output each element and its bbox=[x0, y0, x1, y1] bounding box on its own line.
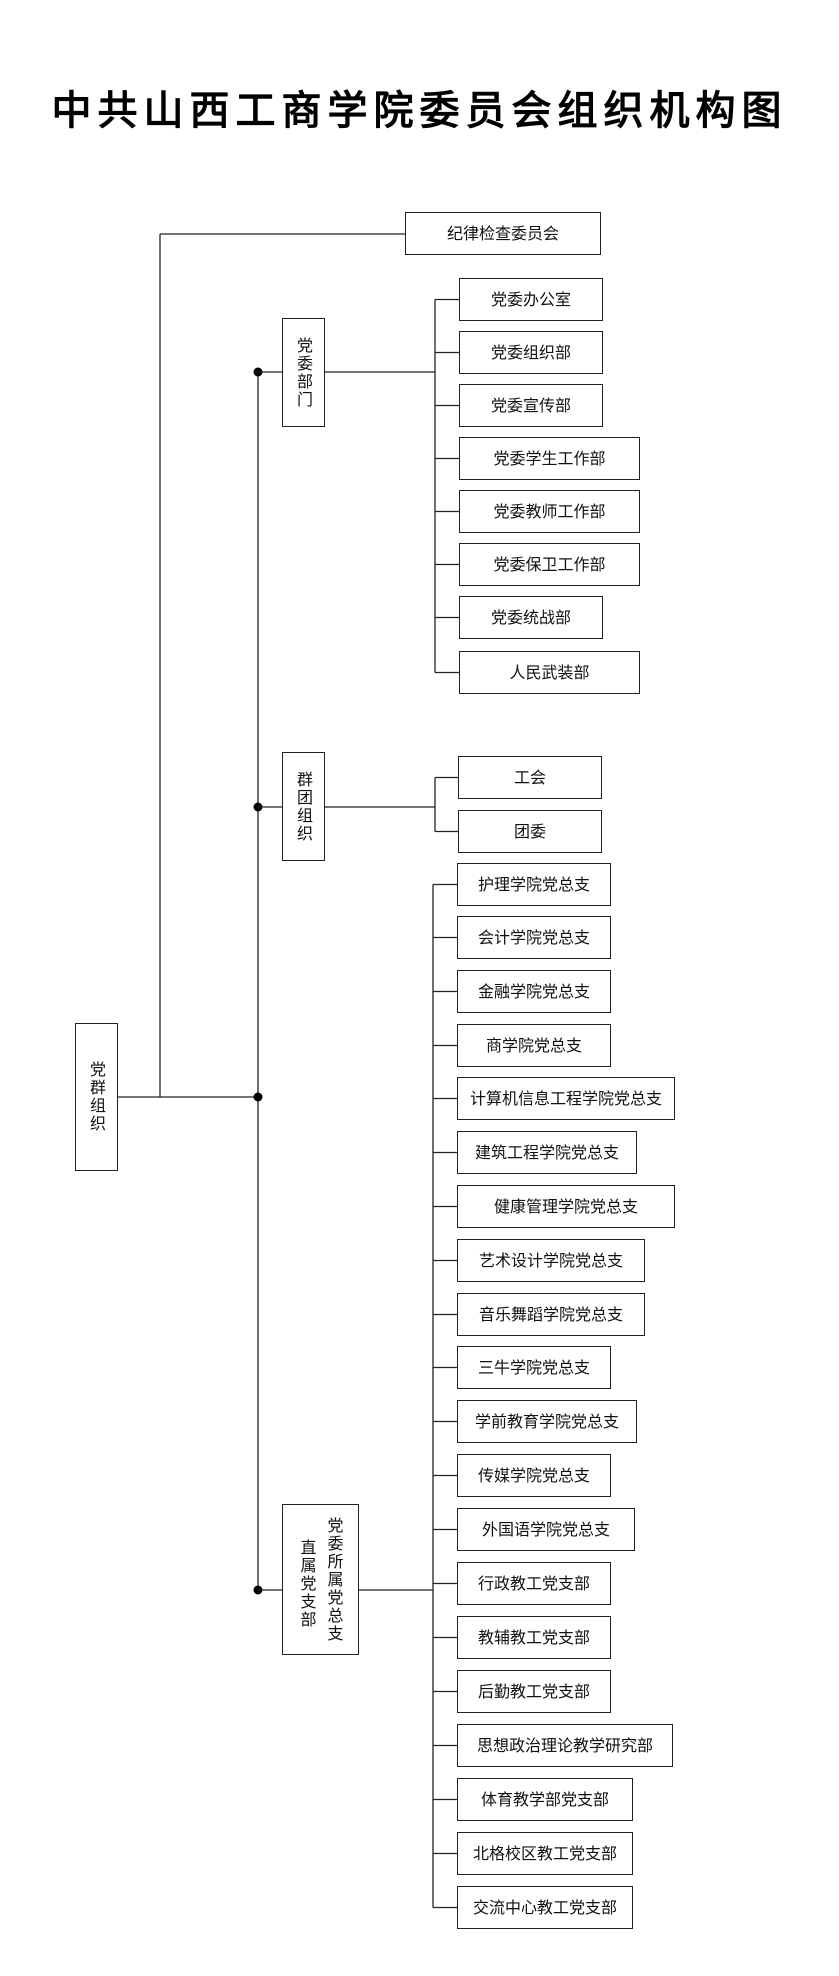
party-branch-item-label: 思想政治理论教学研究部 bbox=[476, 1736, 653, 1755]
party-branch-item-label: 行政教工党支部 bbox=[477, 1574, 590, 1593]
party-dept-item-label: 党委学生工作部 bbox=[493, 449, 606, 468]
party-dept-item-label: 人民武装部 bbox=[509, 663, 590, 682]
party-branch-item-label: 会计学院党总支 bbox=[477, 928, 590, 947]
party-branch-item: 会计学院党总支 bbox=[457, 916, 611, 959]
party-branch-item: 体育教学部党支部 bbox=[457, 1778, 633, 1821]
party-branch-item: 教辅教工党支部 bbox=[457, 1616, 611, 1659]
party-branch-item: 思想政治理论教学研究部 bbox=[457, 1724, 673, 1767]
party-branch-item: 音乐舞蹈学院党总支 bbox=[457, 1293, 645, 1336]
party-branch-item: 建筑工程学院党总支 bbox=[457, 1131, 637, 1174]
party-branch-item-label: 外国语学院党总支 bbox=[481, 1520, 610, 1539]
party-branch-item: 金融学院党总支 bbox=[457, 970, 611, 1013]
party-dept-item: 党委学生工作部 bbox=[459, 437, 640, 480]
party-dept-item-label: 党委教师工作部 bbox=[493, 502, 606, 521]
party-dept-item: 人民武装部 bbox=[459, 651, 640, 694]
group-mass-organizations: 群团组织 bbox=[282, 752, 325, 861]
group-party-branches-label-col2: 直属党支部 bbox=[297, 1538, 317, 1629]
party-branch-item-label: 健康管理学院党总支 bbox=[493, 1197, 638, 1216]
party-branch-item-label: 交流中心教工党支部 bbox=[472, 1898, 617, 1917]
party-branch-item: 交流中心教工党支部 bbox=[457, 1886, 633, 1929]
party-branch-item-label: 艺术设计学院党总支 bbox=[478, 1251, 623, 1270]
party-dept-item-label: 党委保卫工作部 bbox=[493, 555, 606, 574]
party-branch-item: 传媒学院党总支 bbox=[457, 1454, 611, 1497]
group-party-branches-label-col1: 党委所属党总支 bbox=[324, 1516, 344, 1643]
party-branch-item-label: 护理学院党总支 bbox=[477, 875, 590, 894]
party-branch-item-label: 北格校区教工党支部 bbox=[472, 1844, 617, 1863]
party-dept-item: 党委办公室 bbox=[459, 278, 603, 321]
party-dept-item: 党委宣传部 bbox=[459, 384, 603, 427]
party-branch-item-label: 音乐舞蹈学院党总支 bbox=[478, 1305, 623, 1324]
party-dept-item: 党委组织部 bbox=[459, 331, 603, 374]
mass-org-item: 工会 bbox=[458, 756, 602, 799]
group-party-branches: 党委所属党总支 直属党支部 bbox=[282, 1504, 359, 1655]
party-branch-item-label: 建筑工程学院党总支 bbox=[474, 1143, 619, 1162]
mass-org-item: 团委 bbox=[458, 810, 602, 853]
party-branch-item-label: 后勤教工党支部 bbox=[477, 1682, 590, 1701]
party-branch-item: 护理学院党总支 bbox=[457, 863, 611, 906]
party-dept-item-label: 党委办公室 bbox=[490, 290, 571, 309]
party-branch-item: 商学院党总支 bbox=[457, 1024, 611, 1067]
node-discipline-committee: 纪律检查委员会 bbox=[405, 212, 601, 255]
party-dept-item-label: 党委统战部 bbox=[490, 608, 571, 627]
party-branch-item: 外国语学院党总支 bbox=[457, 1508, 635, 1551]
group-mass-organizations-label: 群团组织 bbox=[294, 770, 313, 843]
party-branch-item-label: 三牛学院党总支 bbox=[477, 1358, 590, 1377]
junction-dot bbox=[253, 1092, 263, 1102]
party-branch-item-label: 计算机信息工程学院党总支 bbox=[469, 1089, 662, 1108]
party-branch-item: 学前教育学院党总支 bbox=[457, 1400, 637, 1443]
party-branch-item: 三牛学院党总支 bbox=[457, 1346, 611, 1389]
root-node-label: 党群组织 bbox=[87, 1061, 106, 1133]
party-branch-item-label: 教辅教工党支部 bbox=[477, 1628, 590, 1647]
party-branch-item-label: 学前教育学院党总支 bbox=[474, 1412, 619, 1431]
mass-org-item-label: 团委 bbox=[513, 822, 546, 841]
party-branch-item-label: 商学院党总支 bbox=[485, 1036, 582, 1055]
party-branch-item: 计算机信息工程学院党总支 bbox=[457, 1077, 675, 1120]
party-branch-item-label: 传媒学院党总支 bbox=[477, 1466, 590, 1485]
party-branch-item-label: 金融学院党总支 bbox=[477, 982, 590, 1001]
party-dept-item: 党委教师工作部 bbox=[459, 490, 640, 533]
node-discipline-committee-label: 纪律检查委员会 bbox=[446, 224, 559, 243]
page-title: 中共山西工商学院委员会组织机构图 bbox=[51, 88, 788, 134]
party-dept-item: 党委保卫工作部 bbox=[459, 543, 640, 586]
party-branch-item: 后勤教工党支部 bbox=[457, 1670, 611, 1713]
party-dept-item: 党委统战部 bbox=[459, 596, 603, 639]
party-dept-item-label: 党委组织部 bbox=[490, 343, 571, 362]
party-branch-item: 北格校区教工党支部 bbox=[457, 1832, 633, 1875]
group-party-departments: 党委部门 bbox=[282, 318, 325, 427]
party-branch-item: 行政教工党支部 bbox=[457, 1562, 611, 1605]
party-branch-item: 艺术设计学院党总支 bbox=[457, 1239, 645, 1282]
party-branch-item: 健康管理学院党总支 bbox=[457, 1185, 675, 1228]
mass-org-item-label: 工会 bbox=[513, 768, 546, 787]
group-party-departments-label: 党委部门 bbox=[294, 336, 313, 409]
party-dept-item-label: 党委宣传部 bbox=[490, 396, 571, 415]
root-node-party-mass-org: 党群组织 bbox=[75, 1023, 118, 1171]
party-branch-item-label: 体育教学部党支部 bbox=[480, 1790, 609, 1809]
